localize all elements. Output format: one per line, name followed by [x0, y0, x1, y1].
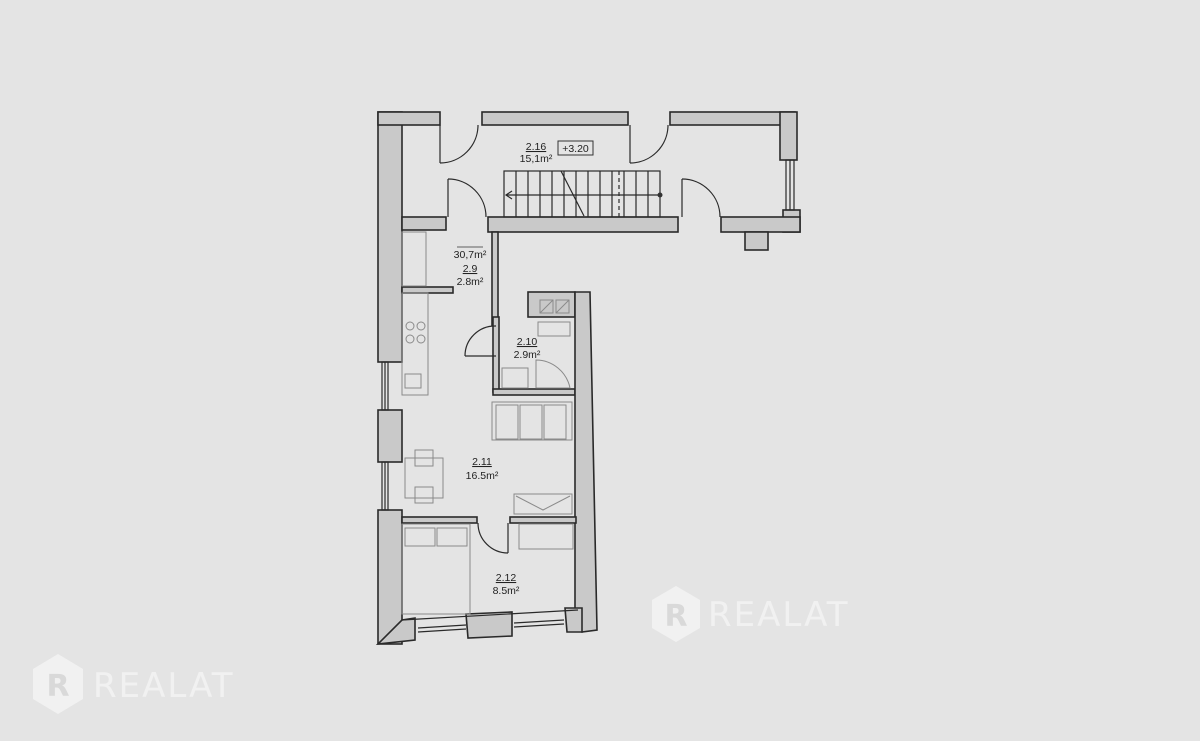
room-2-10-id: 2.10 [517, 336, 538, 348]
watermark-logo: R REALAT [33, 654, 234, 714]
room-2-16-area: 15,1m² [520, 153, 553, 165]
watermark-letter: R [664, 599, 687, 634]
room-2-16-id: 2.16 [526, 141, 547, 153]
room-2-12-id: 2.12 [496, 572, 517, 584]
room-2-10-area: 2.9m² [514, 349, 541, 361]
staircase [503, 170, 663, 218]
watermark-text: REALAT [708, 595, 849, 635]
watermark-text: REALAT [93, 666, 234, 706]
doors [439, 124, 721, 554]
room-2-9-id: 2.9 [463, 263, 478, 275]
windows [381, 159, 795, 633]
apartment-total-area: 30,7m² [454, 249, 487, 261]
watermark-logo: R REALAT [652, 586, 849, 642]
room-2-11-area: 16.5m² [466, 470, 499, 482]
furniture [401, 231, 574, 615]
watermark-letter: R [46, 669, 69, 704]
room-2-9-area: 2.8m² [457, 276, 484, 288]
walls [375, 111, 801, 646]
room-2-11-id: 2.11 [472, 456, 492, 468]
room-2-12-area: 8.5m² [493, 585, 520, 597]
level-mark: +3.20 [562, 143, 589, 155]
